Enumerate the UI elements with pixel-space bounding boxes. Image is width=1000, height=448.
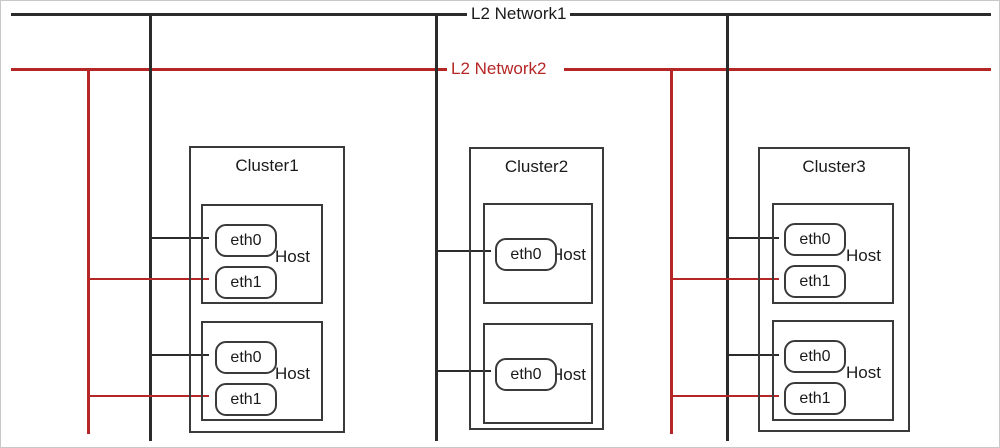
riser-cluster1-network2: [87, 68, 90, 434]
host-label-cluster3-host1: Host: [846, 246, 881, 265]
link-cluster3-host1-eth1: [670, 278, 779, 280]
nic-cluster2-host1-eth0[interactable]: eth0: [495, 238, 557, 271]
riser-cluster1-network1: [149, 13, 152, 441]
host-label-cluster1-host1: Host: [275, 247, 310, 266]
cluster-title-cluster1: Cluster1: [235, 156, 299, 175]
host-label-cluster1-host2: Host: [275, 364, 310, 383]
bus-label-l2-network2: L2 Network2: [447, 60, 551, 77]
cluster-cluster1[interactable]: Cluster1 Host eth0 eth1 Host eth0 eth1: [189, 146, 345, 433]
link-cluster3-host2-eth1: [670, 395, 779, 397]
host-cluster1-host2[interactable]: Host eth0 eth1: [201, 321, 323, 421]
nic-cluster1-host1-eth1[interactable]: eth1: [215, 266, 277, 299]
nic-cluster2-host2-eth0[interactable]: eth0: [495, 358, 557, 391]
nic-cluster1-host2-eth0[interactable]: eth0: [215, 341, 277, 374]
cluster-title-cluster2: Cluster2: [504, 157, 569, 176]
nic-cluster1-host2-eth1[interactable]: eth1: [215, 383, 277, 416]
nic-cluster3-host1-eth1[interactable]: eth1: [784, 265, 846, 298]
host-label-cluster3-host2: Host: [846, 363, 881, 382]
bus-l2-network1-left-segment: [11, 13, 468, 16]
host-label-cluster2-host1: Host: [551, 245, 586, 264]
nic-cluster3-host2-eth1[interactable]: eth1: [784, 382, 846, 415]
host-cluster3-host2[interactable]: Host eth0 eth1: [772, 320, 894, 421]
host-cluster3-host1[interactable]: Host eth0 eth1: [772, 203, 894, 304]
cluster-title-cluster3: Cluster3: [802, 157, 866, 176]
riser-cluster2-network1: [435, 13, 438, 441]
cluster-cluster3[interactable]: Cluster3 Host eth0 eth1 Host eth0 eth1: [758, 147, 910, 432]
host-label-cluster2-host2: Host: [551, 365, 586, 384]
link-cluster3-host1-eth0: [726, 237, 779, 239]
nic-cluster3-host1-eth0[interactable]: eth0: [784, 223, 846, 256]
link-cluster1-host2-eth1: [87, 395, 209, 397]
bus-l2-network2-left-segment: [11, 68, 448, 71]
host-cluster2-host2[interactable]: Host eth0: [483, 323, 593, 424]
bus-l2-network1-right-segment: [564, 13, 991, 16]
link-cluster2-host2-eth0: [435, 370, 491, 372]
link-cluster1-host2-eth0: [149, 354, 209, 356]
bus-label-l2-network1: L2 Network1: [467, 5, 571, 22]
nic-cluster1-host1-eth0[interactable]: eth0: [215, 224, 277, 257]
host-cluster1-host1[interactable]: Host eth0 eth1: [201, 204, 323, 304]
link-cluster3-host2-eth0: [726, 354, 779, 356]
link-cluster2-host1-eth0: [435, 250, 491, 252]
riser-cluster3-network1: [726, 13, 729, 441]
link-cluster1-host1-eth0: [149, 237, 209, 239]
riser-cluster3-network2: [670, 68, 673, 434]
cluster-cluster2[interactable]: Cluster2 Host eth0 Host eth0: [469, 147, 604, 430]
link-cluster1-host1-eth1: [87, 278, 209, 280]
bus-l2-network2-right-segment: [564, 68, 991, 71]
nic-cluster3-host2-eth0[interactable]: eth0: [784, 340, 846, 373]
host-cluster2-host1[interactable]: Host eth0: [483, 203, 593, 304]
